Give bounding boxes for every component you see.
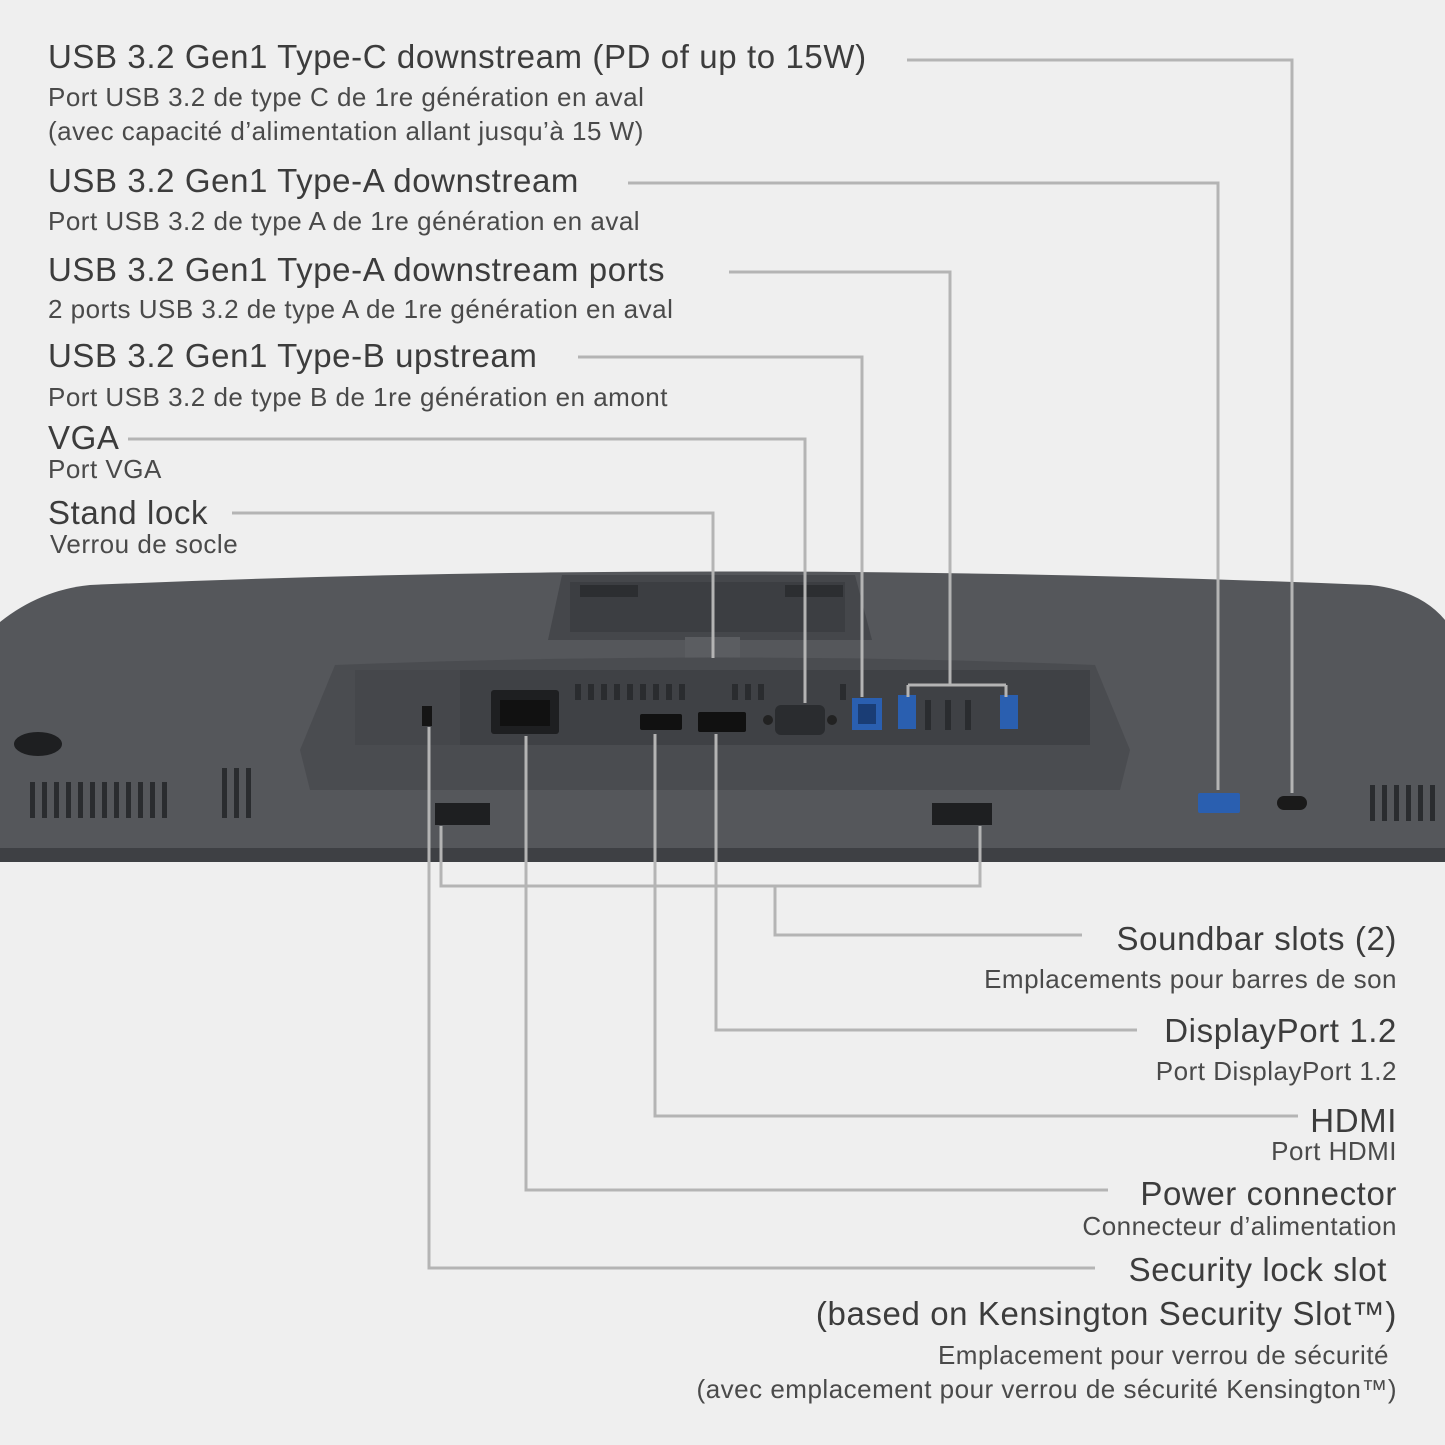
stand-lock-title: Stand lock — [48, 494, 209, 531]
leader-usb-a-pair — [729, 270, 952, 685]
soundbar-slot-left — [435, 803, 490, 825]
usb-a-port-2 — [1000, 695, 1018, 729]
usb-c-sub-1: Port USB 3.2 de type C de 1re génération… — [48, 82, 645, 112]
leader-stand-lock — [232, 511, 715, 658]
usb-a-title: USB 3.2 Gen1 Type-A downstream — [48, 162, 579, 199]
vga-sub: Port VGA — [48, 454, 162, 484]
edge-vents — [30, 768, 1435, 821]
usb-b-title: USB 3.2 Gen1 Type-B upstream — [48, 337, 538, 374]
io-vents — [575, 684, 971, 730]
usb-c-side-port — [1277, 796, 1307, 810]
leader-displayport — [714, 734, 1137, 1032]
security-title-2: (based on Kensington Security Slot™) — [815, 1295, 1397, 1332]
usb-b-sub: Port USB 3.2 de type B de 1re génération… — [48, 382, 668, 412]
usb-a-side-port — [1198, 793, 1240, 813]
monitor-bottom-edge — [0, 848, 1445, 862]
stand-lock-sub: Verrou de socle — [50, 529, 239, 559]
security-sub-1: Emplacement pour verrou de sécurité — [937, 1340, 1389, 1370]
displayport-sub: Port DisplayPort 1.2 — [1155, 1056, 1397, 1086]
power-sub: Connecteur d’alimentation — [1082, 1211, 1397, 1241]
soundbar-title: Soundbar slots (2) — [1116, 920, 1397, 957]
joystick-button — [14, 732, 62, 756]
security-slot — [422, 706, 432, 726]
soundbar-sub: Emplacements pour barres de son — [984, 964, 1397, 994]
usb-c-title: USB 3.2 Gen1 Type-C downstream (PD of up… — [48, 38, 867, 75]
vga-title: VGA — [48, 419, 120, 456]
power-title: Power connector — [1140, 1175, 1397, 1212]
security-sub-2: (avec emplacement pour verrou de sécurit… — [696, 1374, 1397, 1404]
displayport-title: DisplayPort 1.2 — [1164, 1012, 1397, 1049]
usb-a-ports-title: USB 3.2 Gen1 Type-A downstream ports — [48, 251, 666, 288]
usb-a-port-1 — [898, 695, 916, 729]
vga-port — [775, 705, 825, 735]
leader-hdmi — [653, 734, 1298, 1118]
hdmi-title: HDMI — [1310, 1102, 1397, 1139]
leader-security — [427, 727, 1095, 1270]
leader-power — [524, 736, 1108, 1192]
usb-a-ports-sub: 2 ports USB 3.2 de type A de 1re générat… — [48, 294, 674, 324]
leader-usb-b — [578, 355, 864, 697]
leader-usb-a-side — [628, 181, 1220, 790]
leader-usb-c — [907, 58, 1294, 793]
security-title: Security lock slot — [1128, 1251, 1387, 1288]
usb-a-sub: Port USB 3.2 de type A de 1re génération… — [48, 206, 641, 236]
leader-soundbar — [439, 826, 982, 888]
soundbar-slot-right — [932, 803, 992, 825]
leader-vga — [128, 437, 807, 703]
usb-c-sub-2: (avec capacité d’alimentation allant jus… — [48, 116, 644, 146]
hdmi-sub: Port HDMI — [1271, 1136, 1397, 1166]
hdmi-port — [640, 714, 682, 730]
displayport-port — [698, 712, 746, 732]
